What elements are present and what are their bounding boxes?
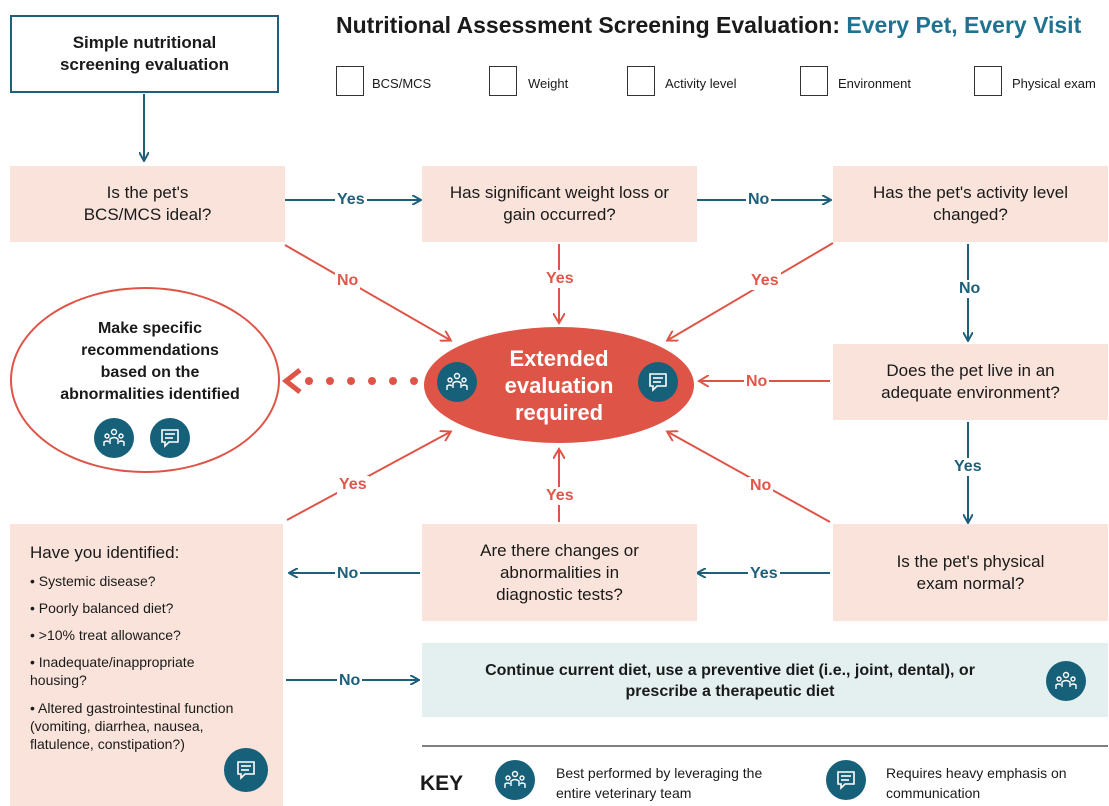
activity-question-box: Has the pet's activity level changed? <box>833 166 1108 242</box>
checkbox-weight[interactable] <box>489 66 517 96</box>
identified-item-text: >10% treat allowance? <box>38 627 181 643</box>
chat-icon <box>224 748 268 792</box>
identified-item: • Inadequate/inappropriate housing? <box>30 654 195 688</box>
checkbox-label-environment: Environment <box>838 76 911 91</box>
team-icon <box>495 760 535 800</box>
label-yes: Yes <box>544 270 576 288</box>
checkbox-bcs[interactable] <box>336 66 364 96</box>
continue-diet-text: Continue current diet, use a preventive … <box>485 662 975 700</box>
identified-item-text: Altered gastrointestinal function (vomit… <box>30 700 234 752</box>
identified-item-text: Systemic disease? <box>38 573 156 589</box>
key-communication-text: Requires heavy emphasis on communication <box>886 765 1067 801</box>
label-no: No <box>748 477 774 495</box>
checkbox-physical[interactable] <box>974 66 1002 96</box>
chat-icon <box>826 760 866 800</box>
identified-item-text: Inadequate/inappropriate housing? <box>30 654 195 688</box>
recommendations-text: Make specific recommendations based on t… <box>60 320 240 403</box>
title-accent: Every Pet, Every Visit <box>846 12 1082 38</box>
key-team-text: Best performed by leveraging the entire … <box>556 765 763 801</box>
continue-diet-box <box>422 643 1108 717</box>
chat-icon <box>638 362 678 402</box>
label-yes: Yes <box>337 476 369 494</box>
checkbox-label-weight: Weight <box>528 76 569 91</box>
diagnostic-question-text: Are there changes or abnormalities in di… <box>480 540 639 604</box>
diagnostic-question-box: Are there changes or abnormalities in di… <box>422 524 697 621</box>
weight-question-text: Has significant weight loss or gain occu… <box>449 183 670 224</box>
identified-item: • >10% treat allowance? <box>30 627 181 643</box>
title-main: Nutritional Assessment Screening Evaluat… <box>336 12 847 38</box>
label-yes: Yes <box>544 487 576 505</box>
start-box: Simple nutritional screening evaluation <box>10 15 279 93</box>
label-yes: Yes <box>952 458 984 476</box>
recommendations-oval <box>10 287 280 473</box>
label-yes: Yes <box>335 191 367 209</box>
start-box-text: Simple nutritional screening evaluation <box>59 33 230 74</box>
checkbox-environment[interactable] <box>800 66 828 96</box>
label-no: No <box>337 672 363 690</box>
activity-question-text: Has the pet's activity level changed? <box>872 183 1069 224</box>
label-no: No <box>335 565 361 583</box>
identified-item: • Poorly balanced diet? <box>30 600 174 616</box>
label-yes: Yes <box>748 565 780 583</box>
checkbox-label-bcs: BCS/MCS <box>372 76 432 91</box>
chat-icon <box>150 418 190 458</box>
key-title: KEY <box>420 772 464 795</box>
bcs-question-text: Is the pet's BCS/MCS ideal? <box>83 183 212 224</box>
checkbox-activity[interactable] <box>627 66 655 96</box>
checkbox-label-physical: Physical exam <box>1012 76 1096 91</box>
weight-question-box: Has significant weight loss or gain occu… <box>422 166 697 242</box>
team-icon <box>437 362 477 402</box>
diagram-title: Nutritional Assessment Screening Evaluat… <box>336 12 1081 39</box>
team-icon <box>94 418 134 458</box>
physical-question-text: Is the pet's physical exam normal? <box>896 551 1045 593</box>
environment-question-text: Does the pet live in an adequate environ… <box>881 361 1060 402</box>
label-no: No <box>744 373 770 391</box>
extended-evaluation-text: Extended evaluation required <box>504 345 614 425</box>
bcs-question-box: Is the pet's BCS/MCS ideal? <box>10 166 285 242</box>
label-no: No <box>957 280 983 298</box>
checkbox-label-activity: Activity level <box>665 76 737 91</box>
label-yes: Yes <box>749 272 781 290</box>
physical-question-box: Is the pet's physical exam normal? <box>833 524 1108 621</box>
label-no: No <box>335 272 361 290</box>
label-no: No <box>746 191 772 209</box>
environment-question-box: Does the pet live in an adequate environ… <box>833 344 1108 420</box>
team-icon <box>1046 661 1086 701</box>
identified-item: • Altered gastrointestinal function (vom… <box>30 700 234 752</box>
identified-item: • Systemic disease? <box>30 573 156 589</box>
identified-item-text: Poorly balanced diet? <box>38 600 174 616</box>
identified-title: Have you identified: <box>30 543 180 562</box>
